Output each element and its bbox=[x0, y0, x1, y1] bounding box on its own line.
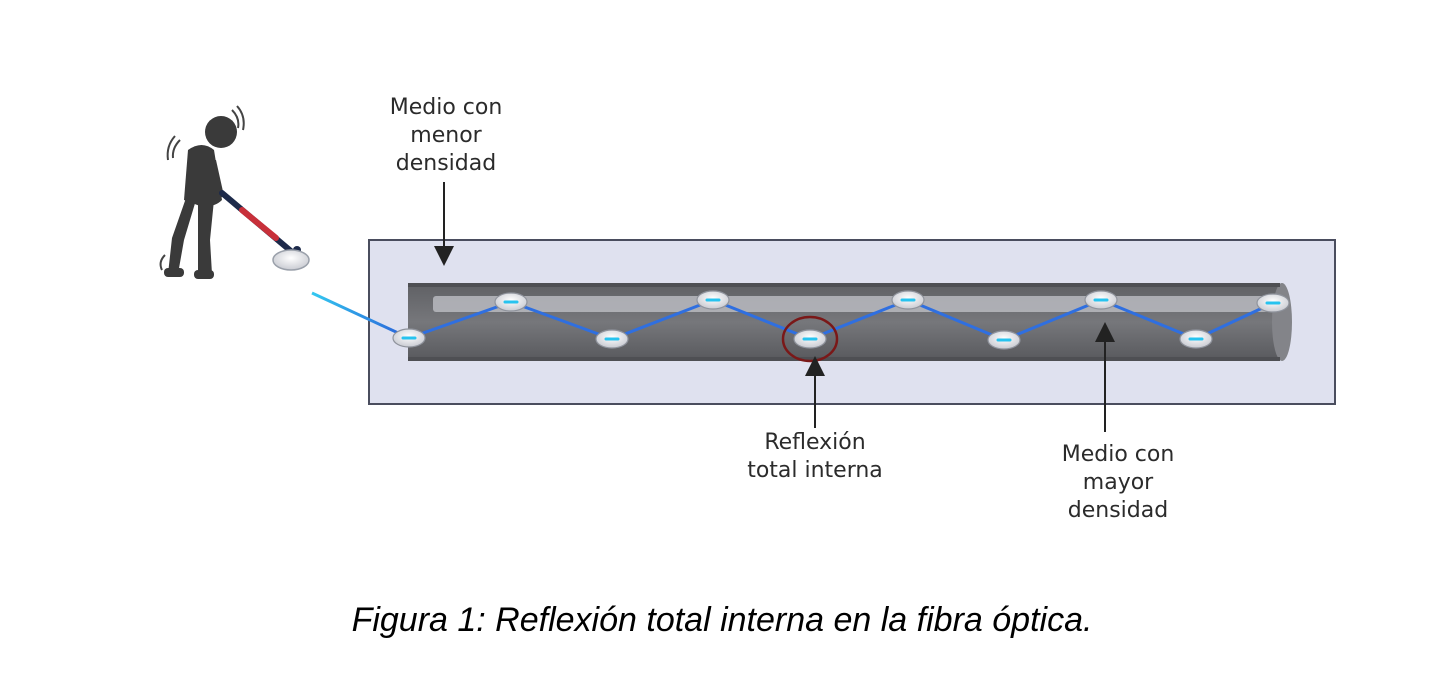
ray-segment bbox=[907, 298, 1005, 342]
ray-segment bbox=[408, 300, 512, 340]
reflection-label: Reflexión total interna bbox=[747, 430, 883, 483]
lower-density-label: Medio con menor densidad bbox=[389, 95, 503, 176]
light-ray bbox=[311, 290, 1290, 350]
ray-segment bbox=[712, 298, 811, 341]
ray-segment bbox=[1100, 298, 1197, 341]
ray-segment bbox=[1003, 298, 1102, 342]
person-with-metal-detector-icon bbox=[159, 105, 310, 279]
higher-density-label: Medio con mayor densidad bbox=[1061, 442, 1175, 523]
ray-segment bbox=[510, 300, 613, 341]
core-highlight-band bbox=[433, 296, 1268, 312]
ray-segment bbox=[611, 298, 714, 341]
ray-segment bbox=[809, 298, 909, 341]
figure-caption: Figura 1: Reflexión total interna en la … bbox=[351, 601, 1093, 639]
fiber-core bbox=[408, 283, 1292, 361]
incoming-ray-segment bbox=[311, 291, 410, 340]
